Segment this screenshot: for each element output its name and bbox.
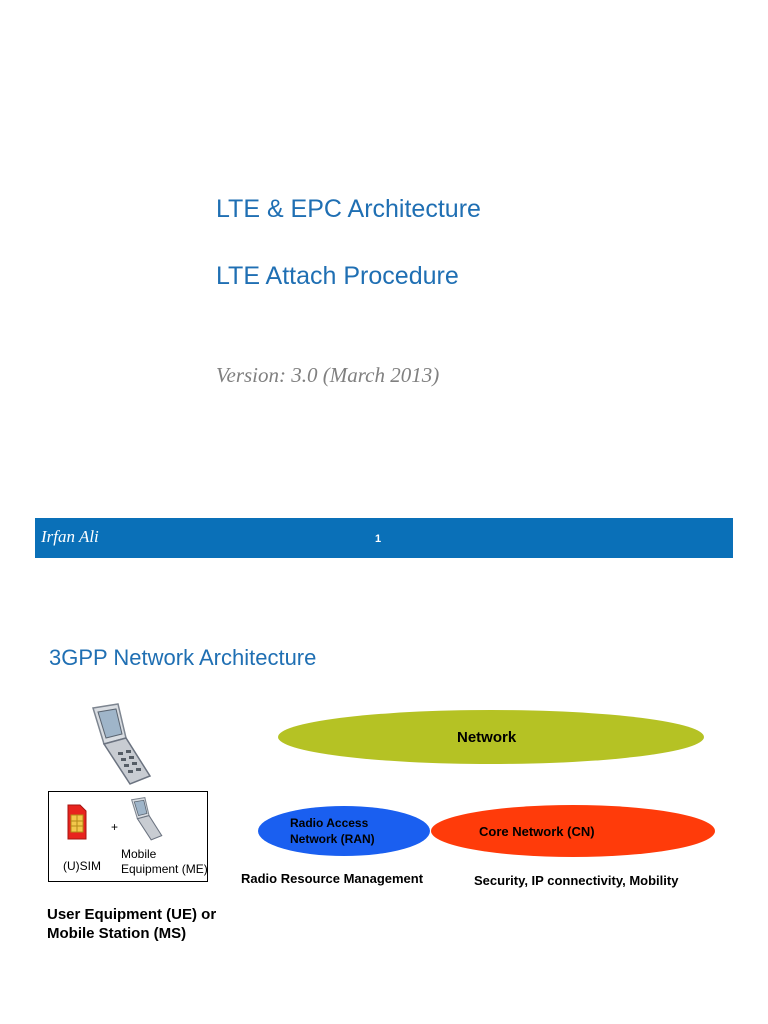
plus-sign: + [111,820,119,834]
cn-ellipse [431,805,715,857]
version-text: Version: 3.0 (March 2013) [216,363,440,387]
ran-caption: Radio Resource Management [241,871,424,886]
page-number: 1 [375,533,382,545]
me-label-line1: Mobile [121,847,157,861]
network-label: Network [457,729,517,746]
network-ellipse [278,710,704,764]
mobile-phone-icon [92,703,152,785]
cn-label: Core Network (CN) [479,824,595,839]
slide-title-attach: LTE Attach Procedure [216,262,459,290]
cn-caption: Security, IP connectivity, Mobility [474,873,679,888]
page-title: 3GPP Network Architecture [49,645,317,670]
ran-label-line2: Network (RAN) [290,832,375,846]
ue-caption-line2: Mobile Station (MS) [47,925,187,942]
mobile-equipment-icon [130,797,163,841]
ue-caption-line1: User Equipment (UE) or [47,906,217,923]
footer-author: Irfan Ali [41,527,99,546]
user-equipment-box: + (U)SIM Mobile Equipment (ME) [48,791,208,882]
ran-label-line1: Radio Access [290,816,369,830]
slide-title-architecture: LTE & EPC Architecture [216,195,481,223]
sim-card-icon [67,804,87,840]
ran-ellipse [258,806,430,856]
footer-bar: Irfan Ali 1 [35,518,733,558]
usim-label: (U)SIM [63,859,101,873]
me-label-line2: Equipment (ME) [121,862,208,876]
